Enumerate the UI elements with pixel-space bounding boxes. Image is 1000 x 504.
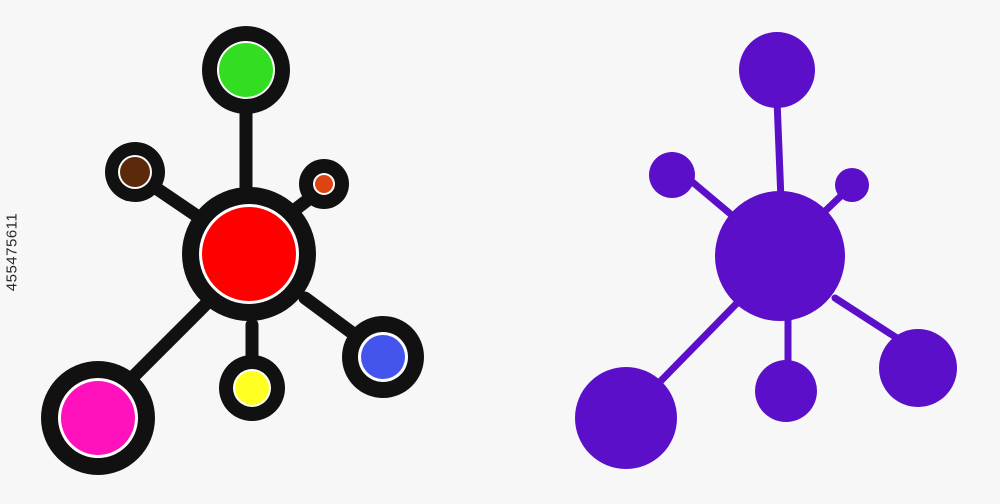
node-blue [342,316,424,398]
node-bottom-left [575,367,677,469]
node-pink [41,361,155,475]
node-red-center [182,187,316,321]
node-green [202,26,290,114]
connector-bottom-left [646,296,744,396]
node-brown [105,142,165,202]
connector-top [773,96,785,204]
node-center [715,191,845,321]
node-bottom-middle [755,360,817,422]
node-left [649,152,695,198]
node-small-right [835,168,869,202]
node-right [879,329,957,407]
colored-molecule-network-icon [41,26,424,475]
node-top [739,32,815,108]
image-id-label: 455475611 [3,212,21,292]
connector-right [831,294,904,344]
node-orange [299,159,349,209]
connector-blue [298,291,362,342]
node-yellow [219,355,285,421]
purple-molecule-network-icon [575,32,957,469]
